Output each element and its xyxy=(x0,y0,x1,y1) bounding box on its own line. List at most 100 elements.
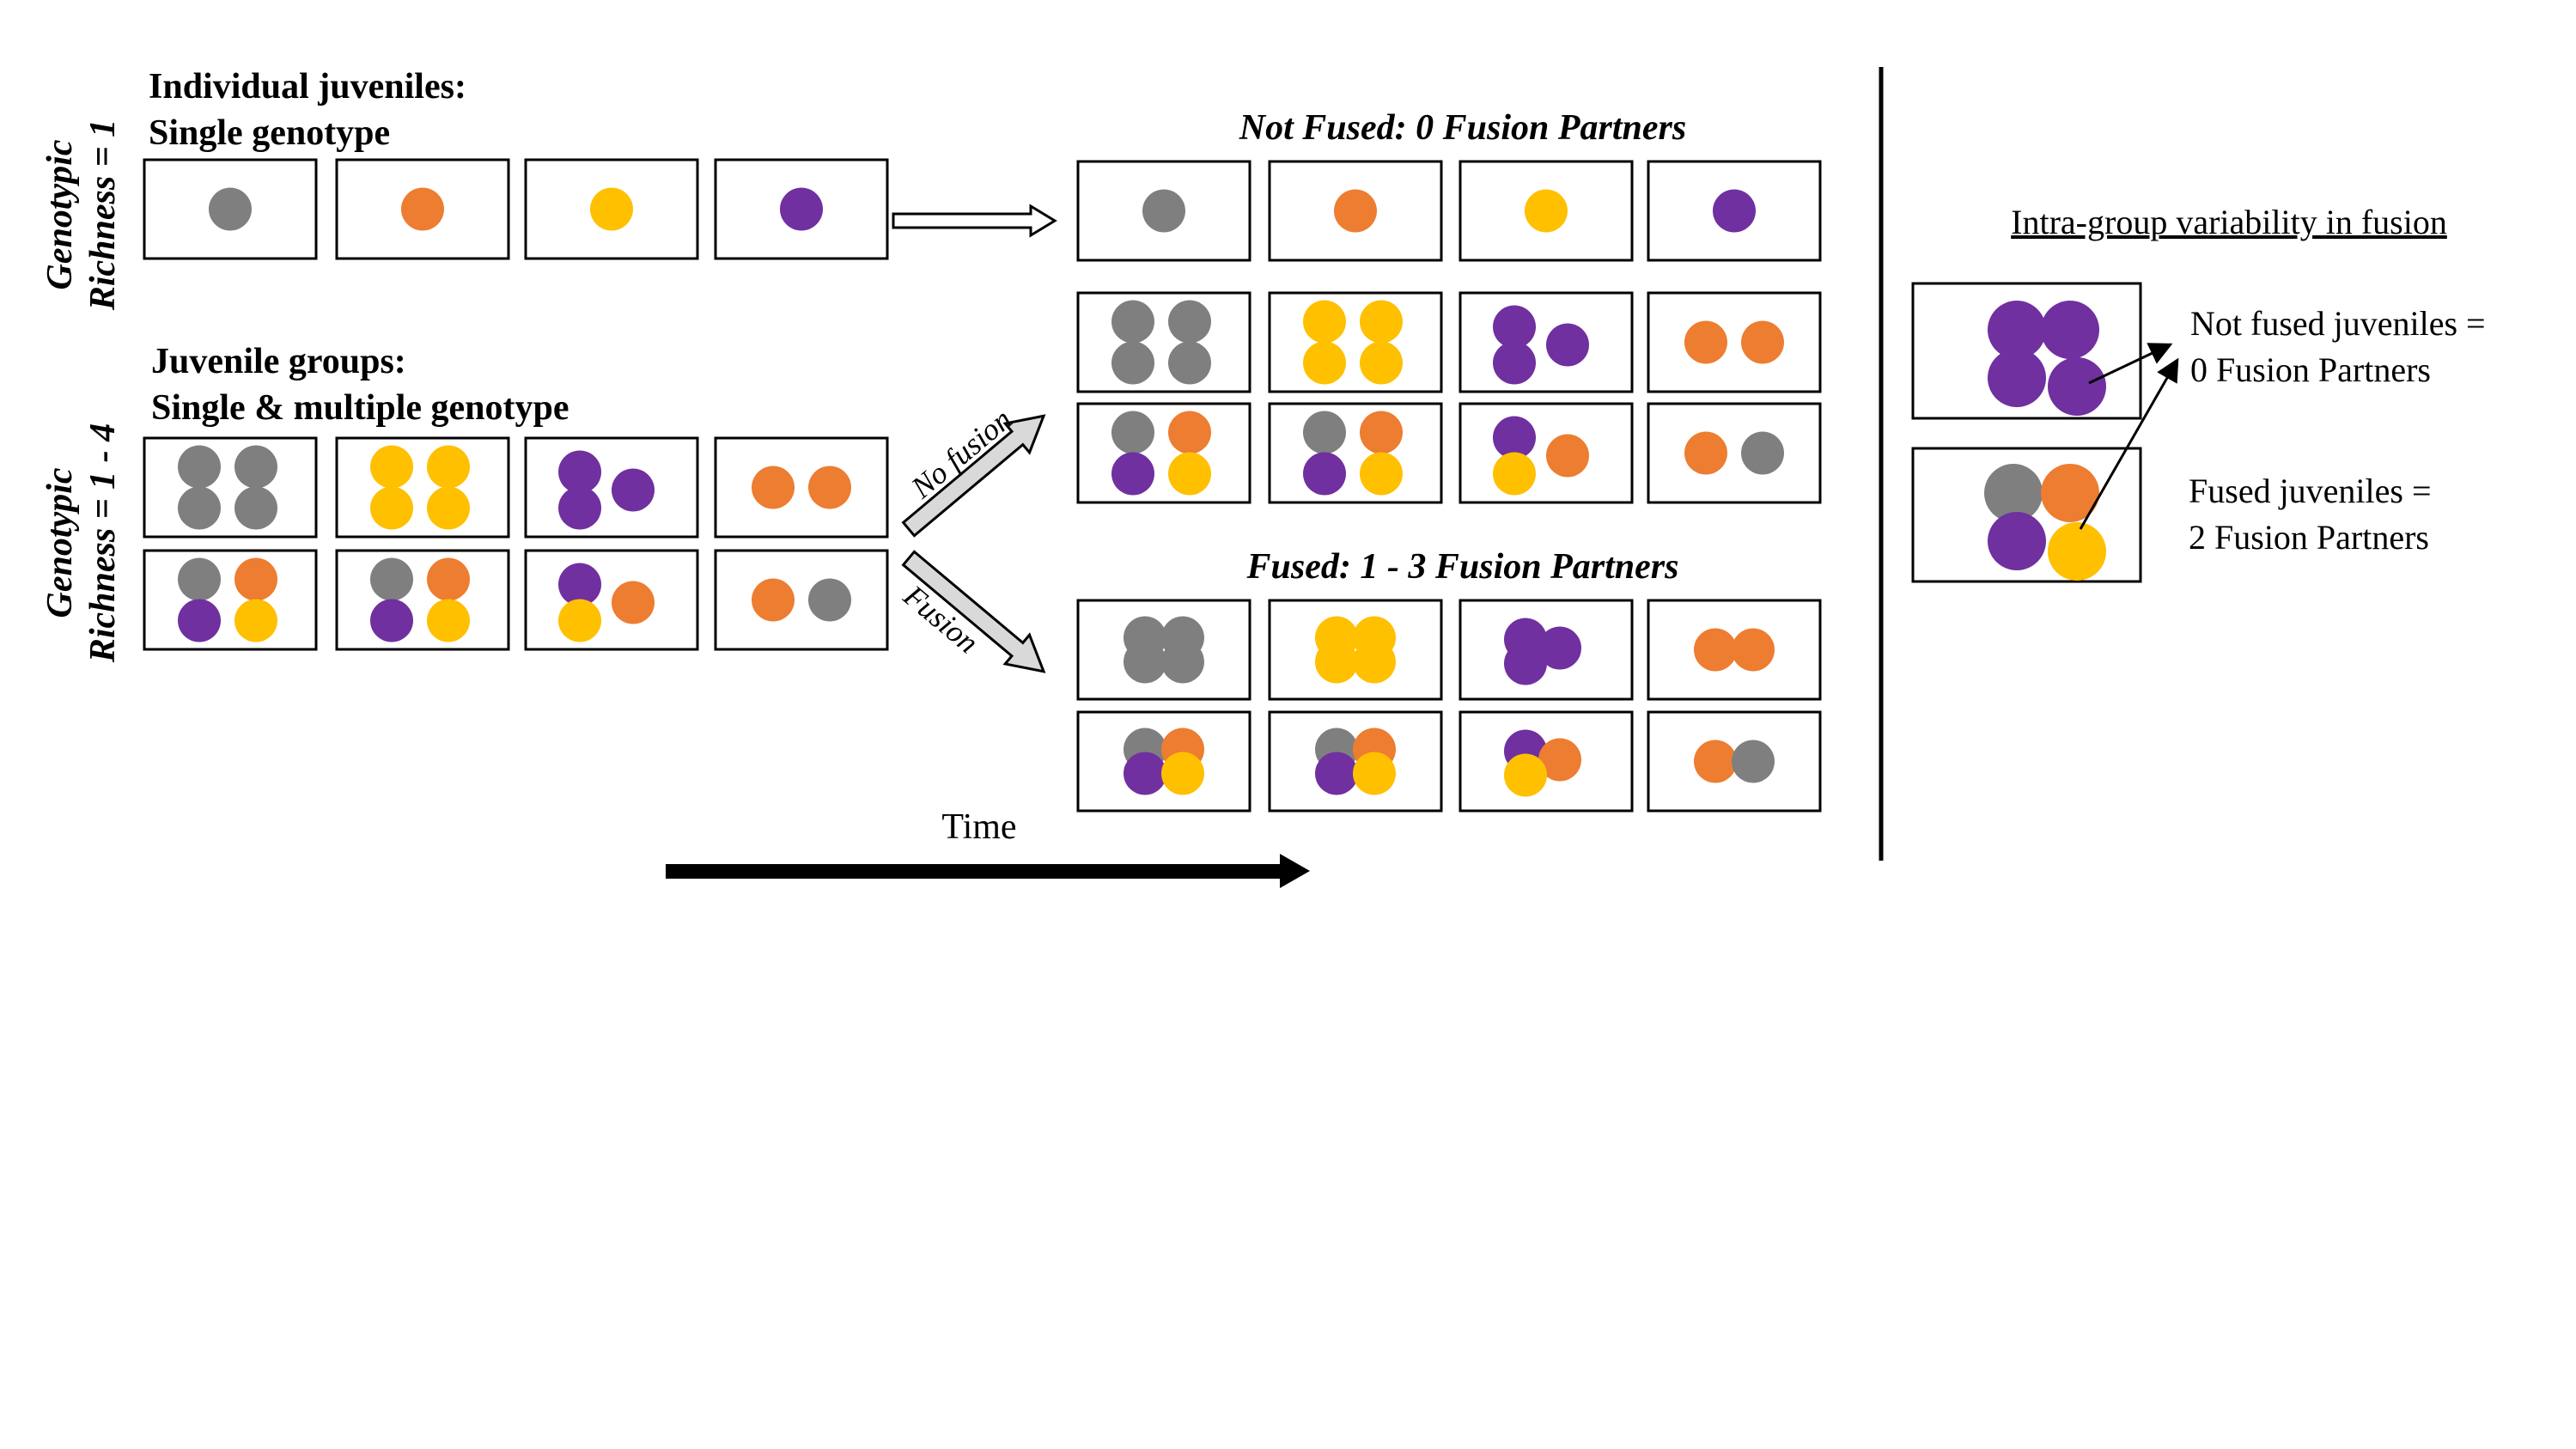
fused-heading: Fused: 1 - 3 Fusion Partners xyxy=(1246,547,1679,587)
individual-title-line1: Individual juveniles: xyxy=(149,67,466,107)
juvenile-purple xyxy=(1111,452,1154,496)
juvenile-orange xyxy=(612,581,655,624)
groups-fused-panels xyxy=(1076,599,1822,813)
time-arrow-shaft xyxy=(666,864,1284,879)
juvenile-purple xyxy=(1493,305,1536,349)
groups-no-fusion-panels xyxy=(1076,291,1822,504)
juvenile-gray xyxy=(1124,640,1166,684)
juvenile-purple xyxy=(1124,752,1166,795)
juvenile-gray xyxy=(209,187,252,231)
juvenile-orange xyxy=(1741,320,1784,364)
not-fused-caption-line2: 0 Fusion Partners xyxy=(2190,350,2431,389)
juvenile-yellow xyxy=(427,599,470,642)
juvenile-orange xyxy=(1360,411,1403,454)
juvenile-orange xyxy=(752,466,795,509)
group-no-fusion-8-box xyxy=(1647,402,1822,504)
juvenile-orange xyxy=(1694,628,1737,672)
richness-one-label-line1: Genotypic xyxy=(40,139,80,289)
juvenile-orange xyxy=(234,557,277,601)
juvenile-orange xyxy=(1684,320,1727,364)
juvenile-gray xyxy=(1168,300,1211,344)
juvenile-yellow xyxy=(558,599,601,642)
juvenile-yellow xyxy=(1353,640,1396,684)
juvenile-yellow xyxy=(1360,341,1403,385)
variability-not-fused-juveniles xyxy=(1988,301,2106,416)
juvenile-purple xyxy=(1988,512,2046,570)
juvenile-orange xyxy=(1684,431,1727,475)
richness-many-label-line1: Genotypic xyxy=(40,467,80,618)
juvenile-gray xyxy=(1111,411,1154,454)
juvenile-gray xyxy=(1142,189,1185,233)
fusion-arrow xyxy=(901,550,1046,673)
not-fused-heading: Not Fused: 0 Fusion Partners xyxy=(1239,108,1686,148)
juvenile-yellow xyxy=(370,486,413,530)
richness-many-label-line2: Richness = 1 - 4 xyxy=(83,423,123,663)
not-fused-pointer xyxy=(2088,343,2173,385)
fused-pointer xyxy=(2079,357,2179,530)
group-no-fusion-1-box xyxy=(1076,291,1251,393)
juvenile-purple xyxy=(1315,752,1358,795)
juvenile-gray xyxy=(1732,740,1775,783)
juvenile-orange xyxy=(1168,411,1211,454)
juvenile-gray xyxy=(1161,640,1204,684)
groups-start-panels xyxy=(143,436,889,651)
juvenile-purple xyxy=(2041,301,2099,359)
juvenile-gray xyxy=(178,445,221,489)
juvenile-orange xyxy=(1546,434,1589,478)
group-start-1-box xyxy=(143,436,318,539)
groups-title-line2: Single & multiple genotype xyxy=(151,388,569,428)
juvenile-yellow xyxy=(590,187,633,231)
juvenile-yellow xyxy=(1303,341,1346,385)
juvenile-gray xyxy=(1111,341,1154,385)
time-arrow-head xyxy=(1280,854,1310,888)
juvenile-yellow xyxy=(1161,752,1204,795)
juvenile-gray xyxy=(808,578,851,622)
juvenile-orange xyxy=(427,557,470,601)
juvenile-gray xyxy=(1741,431,1784,475)
individual-title-line2: Single genotype xyxy=(149,113,390,153)
juvenile-purple xyxy=(558,486,601,530)
group-fused-1-box xyxy=(1076,599,1251,701)
juvenile-yellow xyxy=(427,445,470,489)
individual-time-arrow xyxy=(892,204,1057,238)
group-start-7-box xyxy=(524,549,699,651)
juvenile-purple xyxy=(612,468,655,512)
juvenile-purple xyxy=(1303,452,1346,496)
juvenile-purple xyxy=(1988,301,2046,359)
juvenile-purple xyxy=(1538,626,1581,670)
group-start-4-box xyxy=(714,436,889,539)
group-no-fusion-6-box xyxy=(1268,402,1443,504)
juvenile-gray xyxy=(178,557,221,601)
variability-title: Intra-group variability in fusion xyxy=(2011,203,2447,241)
group-start-2-box xyxy=(335,436,510,539)
group-no-fusion-2-box xyxy=(1268,291,1443,393)
juvenile-purple xyxy=(558,450,601,494)
groups-title-line1: Juvenile groups: xyxy=(151,342,406,381)
group-start-5-box xyxy=(143,549,318,651)
juvenile-yellow xyxy=(1504,753,1547,797)
juvenile-purple xyxy=(178,599,221,642)
group-start-3-box xyxy=(524,436,699,539)
juvenile-yellow xyxy=(1360,452,1403,496)
richness-one-label-line2: Richness = 1 xyxy=(83,119,123,311)
juvenile-purple xyxy=(780,187,823,231)
juvenile-orange xyxy=(401,187,444,231)
juvenile-gray xyxy=(1303,411,1346,454)
individual-start-panels xyxy=(143,158,889,260)
juvenile-purple xyxy=(558,563,601,606)
juvenile-yellow xyxy=(1315,640,1358,684)
juvenile-purple xyxy=(1988,349,2046,407)
juvenile-gray xyxy=(234,486,277,530)
juvenile-gray xyxy=(234,445,277,489)
group-no-fusion-7-box xyxy=(1459,402,1634,504)
no-fusion-arrow xyxy=(901,414,1046,538)
individual-end-panels xyxy=(1076,160,1822,262)
fused-caption-line1: Fused juveniles = xyxy=(2189,472,2432,510)
juvenile-purple xyxy=(370,599,413,642)
variability-fused-juveniles xyxy=(1984,464,2106,581)
juvenile-yellow xyxy=(1303,300,1346,344)
group-no-fusion-3-box xyxy=(1459,291,1634,393)
juvenile-gray xyxy=(370,557,413,601)
group-fused-6-box xyxy=(1268,710,1443,813)
